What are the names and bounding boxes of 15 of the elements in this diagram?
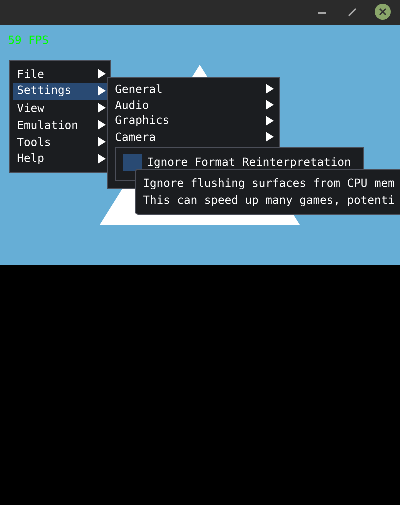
menu-item: Emulation bbox=[18, 120, 78, 130]
tooltip bbox=[135, 169, 400, 215]
menu-item: General bbox=[116, 84, 162, 94]
menu-item: Tools bbox=[17, 138, 50, 146]
fps-counter: 59 FPS bbox=[8, 36, 48, 44]
menu-item: Graphics bbox=[116, 116, 168, 126]
menu-item: View bbox=[18, 104, 44, 112]
menu-item: Ignore Format Reinterpretation bbox=[148, 158, 350, 168]
menu-item: File bbox=[18, 70, 44, 78]
menu-item: Ignore flushing surfaces from CPU mem bbox=[144, 178, 394, 190]
menu-item: This can speed up many games, potenti bbox=[143, 196, 394, 206]
menu-item: Camera bbox=[116, 132, 156, 142]
menu-item: Audio bbox=[115, 100, 148, 110]
menu-item: Help bbox=[18, 154, 44, 164]
menu-item: Settings bbox=[18, 86, 70, 96]
